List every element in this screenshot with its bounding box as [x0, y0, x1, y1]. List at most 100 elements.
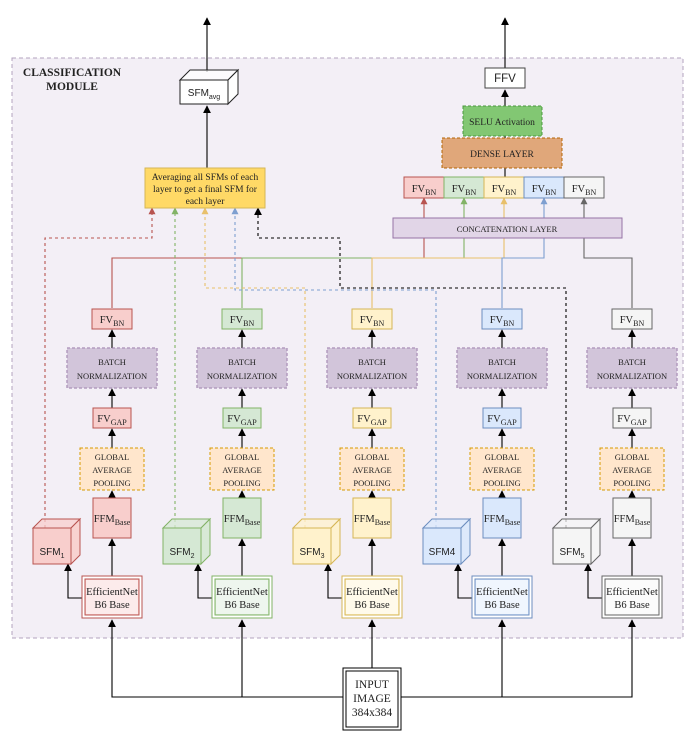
- branch-4-ffm-box: [482, 497, 522, 539]
- branch-1-efficientnet-face: [86, 580, 138, 614]
- branch-5-efficientnet-line2: B6 Base: [614, 600, 650, 611]
- branch-4-fv-bn-label: FVBN: [490, 315, 515, 328]
- selu-activation-label: SELU Activation: [469, 118, 535, 128]
- sfm-label-1: SFM1: [39, 547, 64, 560]
- sfm-cube-2-face: [162, 527, 202, 565]
- branch-5-efficientnet-face: [606, 580, 658, 614]
- branch-5-bn-shade: [587, 348, 677, 388]
- concat-fv-bn-label-2: FVBN: [452, 184, 477, 197]
- branch-2-fv-bn-label-main: FV: [230, 315, 244, 326]
- branch-5-ffm-label: FFMBase: [614, 514, 651, 527]
- branch-2-bn-line2: NORMALIZATION: [207, 371, 277, 381]
- branch-4-gap-line2: AVERAGE: [482, 465, 522, 475]
- branch-4-ffm-label-main: FFM: [484, 514, 506, 525]
- sfm-label-1-main: SFM: [39, 547, 60, 558]
- dense-layer-label: DENSE LAYER: [470, 150, 534, 160]
- branch-3-fv-gap-label-sub: GAP: [371, 418, 388, 427]
- sfm-label-4-main: SFM4: [429, 547, 456, 558]
- branch-2-efficientnet-line2: B6 Base: [224, 600, 260, 611]
- branch-3-fv-bn-label: FVBN: [360, 315, 385, 328]
- selu-activation: [462, 105, 543, 137]
- branch-3-fv-bn-label-sub: BN: [373, 319, 384, 328]
- branch-4-base-to-sfm: [454, 563, 472, 599]
- branch-1-fv-gap-label-sub: GAP: [111, 418, 128, 427]
- sfm-label-3-main: SFM: [299, 547, 320, 558]
- branch-1-bn-line2: NORMALIZATION: [77, 371, 147, 381]
- branch-2-fv-gap-label-sub: GAP: [241, 418, 258, 427]
- branch-1-efficientnet-line2: B6 Base: [94, 600, 130, 611]
- branch-3-efficientnet-face: [346, 580, 398, 614]
- branch-4-bn-shade: [457, 348, 547, 388]
- branch-5-ffm-label-sub: Base: [635, 518, 651, 527]
- branch-3-fv-gap-label: FVGAP: [357, 414, 387, 427]
- branch-1-fv-bn-label: FVBN: [100, 315, 125, 328]
- concat-fv-bn-label-4-sub: BN: [545, 188, 556, 197]
- branch-1-base-to-sfm: [64, 563, 82, 599]
- branch-2-gap-line2: AVERAGE: [222, 465, 262, 475]
- branch-2-ffm-box: [222, 497, 262, 539]
- branch-3-bn-line2: NORMALIZATION: [337, 371, 407, 381]
- branch-5-gap-block: [599, 447, 665, 491]
- concat-fv-bn-label-2-main: FV: [452, 184, 466, 195]
- concat-fv-bn-label-5: FVBN: [572, 184, 597, 197]
- branch-5-fv-bn-box: [611, 308, 653, 330]
- branch-3-gap-line3: POOLING: [353, 478, 390, 488]
- concat-fv-bn-label-5-main: FV: [572, 184, 586, 195]
- input-image-line3: 384x384: [352, 707, 393, 719]
- branch-3-gap-block: [339, 447, 405, 491]
- sfm-cube-4: [421, 517, 472, 566]
- branch-1-gap-line3: POOLING: [93, 478, 130, 488]
- branch-5-fv-bn-label-sub: BN: [633, 319, 644, 328]
- sfm-avg-cube: [178, 68, 240, 106]
- branch-3-fv-gap-box: [352, 407, 392, 429]
- sfm-label-4: SFM4: [429, 547, 456, 558]
- branch-4-fv-gap-box: [482, 407, 522, 429]
- branch-5-fv-bn-label-main: FV: [620, 315, 634, 326]
- branch-3-ffm-label: FFMBase: [354, 514, 391, 527]
- branch-1-ffm-box: [92, 497, 132, 539]
- branch-4-ffm-label: FFMBase: [484, 514, 521, 527]
- branch-4-bn-block: [456, 347, 548, 389]
- input-image-line2: IMAGE: [353, 693, 391, 705]
- branch-5-gap-line2: AVERAGE: [612, 465, 652, 475]
- branch-4-efficientnet-line2: B6 Base: [484, 600, 520, 611]
- sfm-cube-3-face: [292, 527, 332, 565]
- sfm-avg-label-main: SFM: [188, 88, 209, 99]
- branch-2-gap-line1: GLOBAL: [225, 452, 259, 462]
- branch-5-fv-gap-label-sub: GAP: [631, 418, 648, 427]
- branch-5-bn-block: [586, 347, 678, 389]
- averaging-box: [144, 167, 266, 209]
- branch-3-fv-bn-box: [351, 308, 393, 330]
- branch-2-ffm-label-sub: Base: [245, 518, 261, 527]
- concat-fv-bn-label-3-main: FV: [492, 184, 506, 195]
- averaging-line1: Averaging all SFMs of each: [152, 172, 259, 183]
- branch-1-bn-line1: BATCH: [98, 357, 126, 367]
- branch-2-bn-block: [196, 347, 288, 389]
- branch-2-fv-gap-label: FVGAP: [227, 414, 257, 427]
- sfm-route-4: [231, 207, 437, 528]
- branch-4-efficientnet-face: [476, 580, 528, 614]
- sfm-cube-5: [551, 517, 602, 566]
- input-image-box-inner: [345, 670, 399, 728]
- branch-1-fv-gap-label: FVGAP: [97, 414, 127, 427]
- sfm-label-5-sub: 5: [581, 553, 585, 560]
- branch-4-ffm-label-sub: Base: [505, 518, 521, 527]
- sfm-avg-label-sub: avg: [209, 94, 220, 101]
- concat-fv-bn-label-3-sub: BN: [505, 188, 516, 197]
- sfm-label-2-main: SFM: [169, 547, 190, 558]
- sfm-avg-cube-face: [179, 79, 229, 105]
- branch-4-fv-bn-label-sub: BN: [503, 319, 514, 328]
- branch-5-base-to-sfm: [584, 563, 602, 599]
- branch-1-fv-bn-label-main: FV: [100, 315, 114, 326]
- input-to-base-2: [238, 619, 343, 698]
- branch-3-bn-block: [326, 347, 418, 389]
- branch-3-efficientnet-line1: EfficientNet: [346, 587, 398, 598]
- branch-4-gap-block: [469, 447, 535, 491]
- branch-5-efficientnet-line1: EfficientNet: [606, 587, 658, 598]
- branch-5-fv-gap-label-main: FV: [617, 414, 631, 425]
- branch-3-ffm-box: [352, 497, 392, 539]
- concatenation-layer: [392, 217, 623, 239]
- branch-4-efficientnet-line1: EfficientNet: [476, 587, 528, 598]
- module-title-line1: CLASSIFICATION: [23, 67, 122, 79]
